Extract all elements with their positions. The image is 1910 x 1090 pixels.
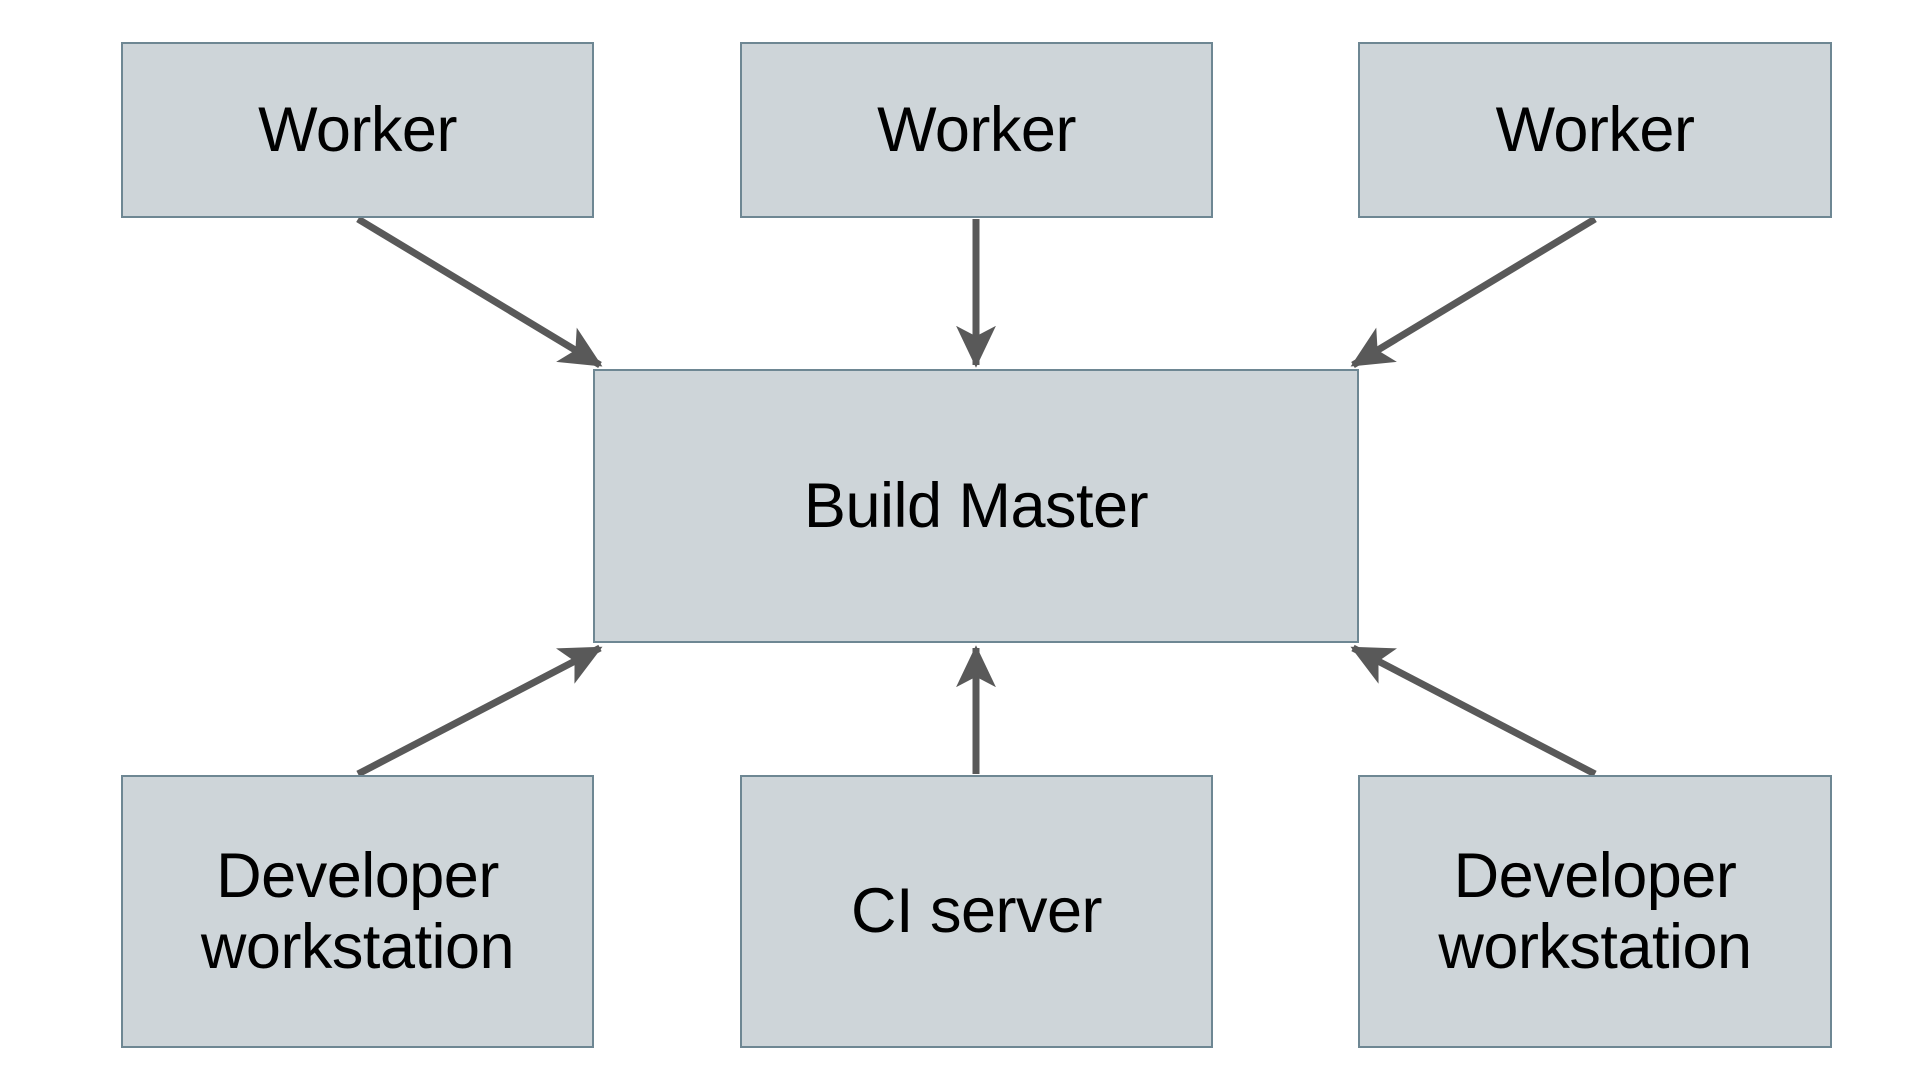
edge-worker3-to-master: [1350, 216, 1597, 368]
node-worker-3[interactable]: Worker: [1358, 42, 1832, 218]
node-developer-workstation-left[interactable]: Developer workstation: [121, 775, 594, 1048]
node-ci-server[interactable]: CI server: [740, 775, 1213, 1048]
node-label: Developer workstation: [1438, 840, 1752, 982]
node-build-master[interactable]: Build Master: [593, 369, 1359, 643]
node-worker-2[interactable]: Worker: [740, 42, 1213, 218]
edge-devleft-to-master: [356, 644, 603, 778]
node-label: Developer workstation: [200, 840, 515, 982]
node-label: Worker: [1495, 94, 1695, 165]
edge-devright-to-master: [1350, 644, 1597, 778]
node-worker-1[interactable]: Worker: [121, 42, 594, 218]
node-label: Worker: [258, 94, 457, 165]
node-developer-workstation-right[interactable]: Developer workstation: [1358, 775, 1832, 1048]
node-label: Worker: [877, 94, 1076, 165]
node-label: Build Master: [803, 470, 1149, 541]
edge-worker1-to-master: [356, 216, 603, 368]
node-label: CI server: [850, 876, 1103, 947]
